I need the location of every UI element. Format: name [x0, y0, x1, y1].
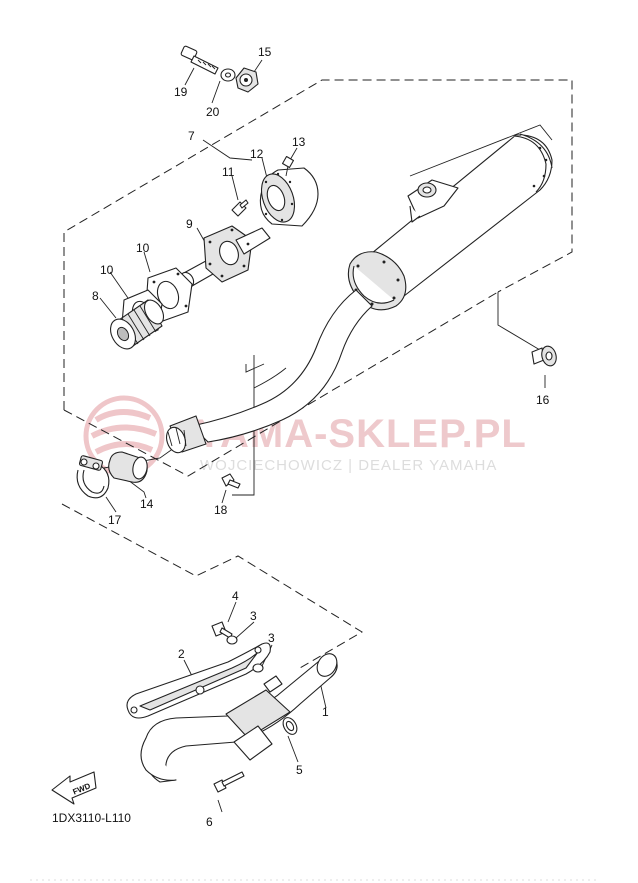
- inner-pipe-9: [179, 225, 271, 289]
- callout-20: 20: [206, 105, 220, 119]
- gasket-14: [108, 451, 148, 483]
- callout-1: 1: [322, 705, 329, 719]
- bolt-4: [211, 621, 233, 639]
- screw-16: [531, 345, 557, 367]
- callout-6: 6: [206, 815, 213, 829]
- silencer: [347, 133, 553, 311]
- callout-7: 7: [188, 129, 195, 143]
- leader-lines: [99, 59, 553, 813]
- diagram-code: 1DX3110-L110: [52, 811, 131, 825]
- callout-13: 13: [292, 135, 306, 149]
- callout-9: 9: [186, 217, 193, 231]
- end-cap-12: [259, 167, 319, 227]
- callouts: 1 2 3 3 4 5 6 7 8 9 10 10 11 12 13 14 15…: [92, 45, 550, 829]
- callout-11: 11: [222, 165, 235, 179]
- watermark: YAMA-SKLEP.PL WOJCIECHOWICZ | DEALER YAM…: [83, 395, 526, 477]
- washer-20: [220, 68, 236, 82]
- callout-18: 18: [214, 503, 228, 517]
- damper-15: [235, 67, 259, 93]
- bolt-18: [221, 473, 241, 489]
- watermark-tagline: WOJCIECHOWICZ | DEALER YAMAHA: [200, 457, 497, 474]
- clamp-17: [76, 455, 110, 499]
- bolt-19: [180, 45, 219, 75]
- spark-arrester-8: [110, 299, 165, 350]
- callout-4: 4: [232, 589, 239, 603]
- exhaust-pipe-1: [140, 653, 338, 783]
- bolt-11: [231, 199, 249, 217]
- callout-12: 12: [250, 147, 264, 161]
- washer-3-upper: [226, 635, 238, 645]
- washer-3-lower: [252, 663, 264, 673]
- protector-2: [126, 642, 271, 719]
- muffler-pipe: [165, 289, 373, 454]
- muffler-assembly-outline: [63, 79, 573, 477]
- callout-5: 5: [296, 763, 303, 777]
- callout-15: 15: [258, 45, 272, 59]
- callout-10b: 10: [100, 263, 114, 277]
- callout-3b: 3: [268, 631, 275, 645]
- callout-17: 17: [108, 513, 122, 527]
- pipe-assembly-outline: [61, 503, 363, 669]
- bolt-13: [281, 155, 295, 177]
- fwd-arrow-icon: FWD: [51, 771, 97, 805]
- callout-8: 8: [92, 289, 99, 303]
- bolt-6: [213, 771, 245, 793]
- callout-16: 16: [536, 393, 550, 407]
- callout-14: 14: [140, 497, 154, 511]
- callout-3a: 3: [250, 609, 257, 623]
- callout-10a: 10: [136, 241, 150, 255]
- callout-2: 2: [178, 647, 185, 661]
- callout-19: 19: [174, 85, 188, 99]
